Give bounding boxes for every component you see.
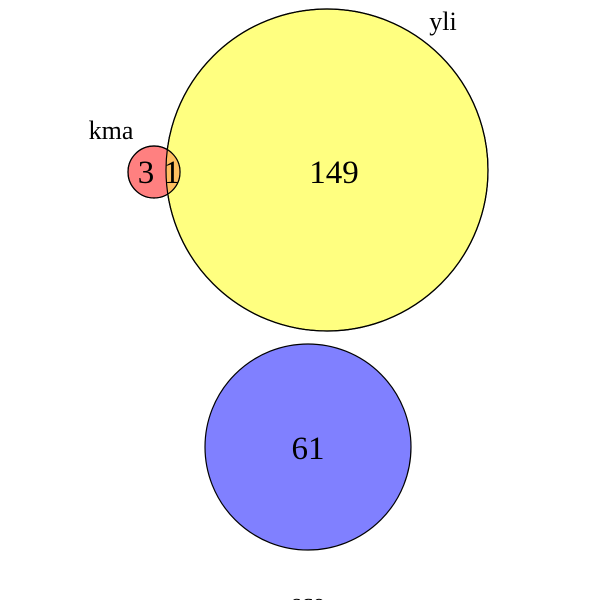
set-label-sce: sce — [291, 588, 324, 600]
region-count-sce-only: 61 — [292, 431, 325, 467]
region-count-kma-yli: 1 — [164, 155, 181, 191]
set-circle-sce — [204, 343, 412, 551]
region-count-yli-only: 149 — [309, 155, 359, 191]
region-count-kma-only: 3 — [138, 155, 155, 191]
set-outline-kma — [127, 145, 181, 199]
set-label-kma: kma — [89, 116, 134, 145]
set-outline-yli — [165, 8, 489, 332]
set-label-yli: yli — [429, 7, 456, 36]
